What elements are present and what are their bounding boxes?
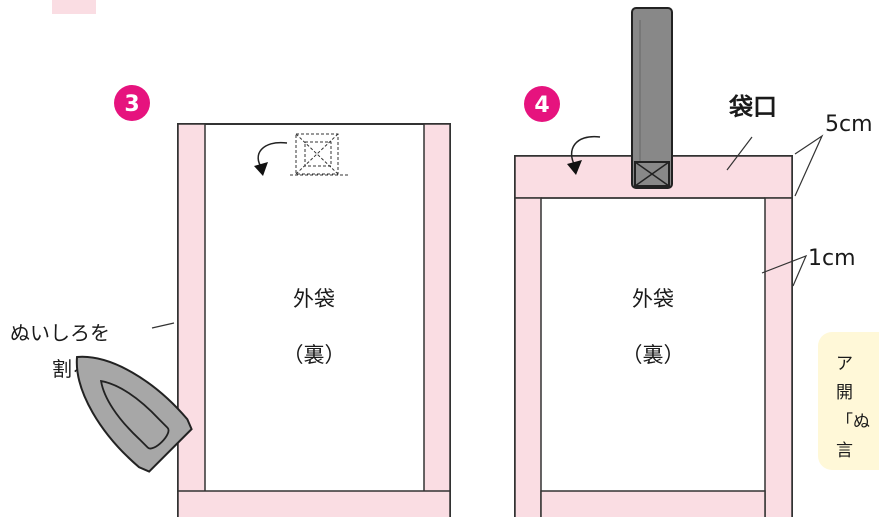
step-3-bottom-seam — [177, 490, 451, 517]
tip-line-1: ア — [836, 354, 853, 374]
dim-side-label: 1cm — [808, 246, 856, 271]
step-3-body-label: 外袋 — [293, 287, 335, 311]
tip-box: ア 開 「ぬ 言 — [818, 332, 879, 470]
step-4-panel: 4 外袋 （裏） 袋口 5cm — [514, 7, 873, 517]
step-3-panel: 3 外袋 （裏） ぬいしろを 割る — [10, 85, 451, 517]
step-4-badge — [524, 86, 560, 122]
step-3-strap-placement — [290, 133, 348, 176]
corner-tab — [52, 0, 96, 14]
step-4-bag — [514, 7, 793, 517]
step-4-left-seam — [514, 197, 542, 517]
step-4-body-sublabel: （裏） — [622, 343, 685, 367]
dim-top-label: 5cm — [825, 112, 873, 137]
dim-top-leader — [794, 134, 824, 197]
step-3-bag — [177, 123, 451, 517]
step-3-right-seam — [423, 123, 451, 517]
step-4-bottom-seam — [540, 490, 766, 517]
step-4-number: 4 — [534, 93, 549, 118]
tip-line-2: 開 — [836, 383, 853, 403]
step-3-badge — [114, 85, 150, 121]
opening-label: 袋口 — [728, 93, 777, 121]
step-4-body-label: 外袋 — [632, 287, 674, 311]
tip-line-3: 「ぬ — [836, 412, 870, 432]
step-4-fold-arrow — [570, 135, 601, 167]
step-4-right-seam — [764, 197, 793, 517]
opening-label-leader — [726, 136, 753, 171]
seam-note-leader — [151, 322, 175, 329]
step-3-fold-arrowhead — [254, 162, 268, 176]
tip-line-4: 言 — [836, 441, 853, 461]
step-3-number: 3 — [124, 92, 139, 117]
step-3-body-sublabel: （裏） — [283, 343, 346, 367]
step-3-left-seam — [177, 123, 206, 517]
dim-side-leader — [761, 254, 808, 287]
iron-icon — [75, 355, 193, 473]
step-4-fold-arrowhead — [567, 160, 582, 175]
seam-note-line1: ぬいしろを — [10, 321, 110, 345]
strap — [631, 7, 673, 189]
